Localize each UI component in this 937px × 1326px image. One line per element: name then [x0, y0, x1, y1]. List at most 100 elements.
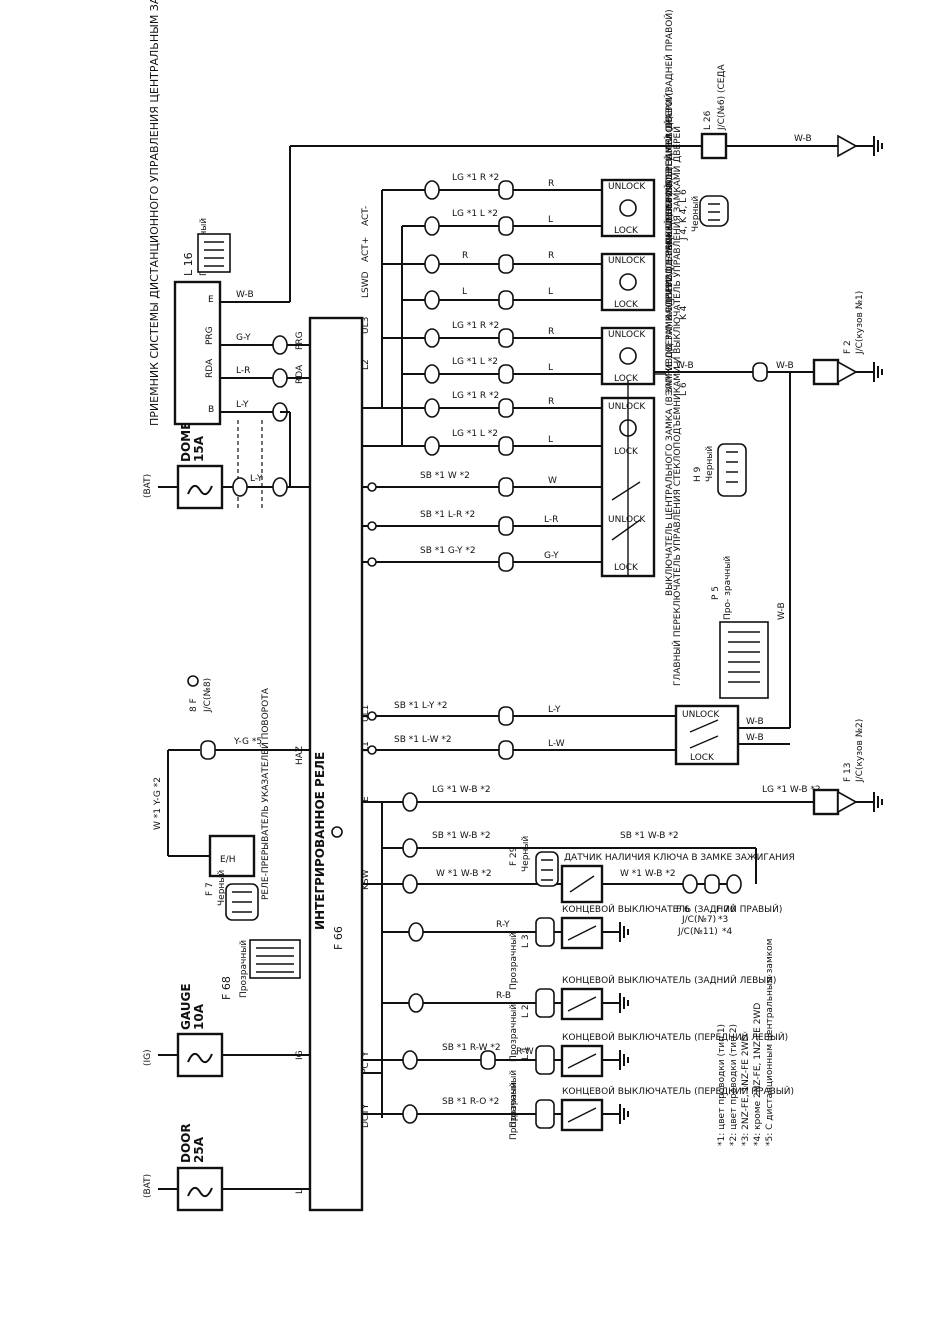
courtesy-fl-connector-icon — [535, 1045, 555, 1075]
relay-marker-icon — [331, 826, 343, 838]
relay-pin-haz: HAZ — [295, 746, 305, 765]
actuator-rr-code: J 4, K 4, L 6 — [679, 189, 689, 241]
relay-pin-act-plus: ACT+ — [361, 237, 371, 262]
courtesy-rl-color: Прозрачный — [509, 1004, 519, 1062]
relay-connector-color: Прозрачный — [239, 940, 249, 998]
courtesy-fr-title: КОНЦЕВОЙ ВЫКЛЮЧАТЕЛЬ (ПЕРЕДНИЙ ПРАВЫЙ) — [562, 1085, 794, 1097]
wire-label-w1: W — [548, 476, 557, 486]
relay-pin-pcty: PCTY — [361, 1051, 371, 1074]
receiver-title: ПРИЕМНИК СИСТЕМЫ ДИСТАНЦИОННОГО УПРАВЛЕН… — [148, 0, 161, 426]
gauge-fuse: (IG) GAUGE 10A — [143, 983, 310, 1078]
key-sensor: W *1 W-B *2 W *1 W-B *2 ДАТЧИК НАЛИЧИЯ К… — [362, 836, 795, 937]
note-1: *1: цвет проводки (тип 1) — [717, 1024, 727, 1146]
wire-label-rb: R-B — [496, 991, 511, 1001]
wire-label-lgwb2: LG *1 W-B *2 — [762, 785, 821, 795]
integrated-relay: ИНТЕГРИРОВАННОЕ РЕЛЕ F 66 L DCTY PCTY IG… — [295, 206, 371, 1212]
wire-label-rda: L-R — [236, 366, 250, 376]
notes: *1: цвет проводки (тип 1) *2: цвет прово… — [717, 939, 775, 1146]
courtesy-rl-title: КОНЦЕВОЙ ВЫКЛЮЧАТЕЛЬ (ЗАДНИЙ ЛЕВЫЙ) — [562, 974, 776, 986]
receiver-connector-icon — [197, 233, 231, 273]
wire-label-sbwb2: SB *1 W-B *2 — [620, 831, 679, 841]
master-lock: LOCK — [690, 753, 715, 763]
wire-label-l1row: SB *1 L-W *2 — [394, 735, 452, 745]
jc-body2: LG *1 W-B *2 LG *1 W-B *2 J/C(кузов №2) … — [362, 719, 883, 1118]
turn-relay-color: Черный — [217, 870, 227, 906]
receiver-pin-rda: RDA — [205, 358, 215, 378]
wire-label-rw: R-W — [516, 1047, 534, 1057]
turn-relay-jc-code: 8 F — [189, 698, 199, 712]
courtesy-rr-code: L 3 — [521, 934, 531, 948]
key-sensor-title: ДАТЧИК НАЛИЧИЯ КЛЮЧА В ЗАМКЕ ЗАЖИГАНИЯ — [564, 853, 795, 863]
receiver-code: L 16 — [182, 252, 195, 276]
actuator-fr-lock: LOCK — [614, 447, 639, 457]
wire-label-l5: L — [548, 435, 553, 445]
wire-label-l4: L — [548, 363, 553, 373]
motor-icon — [619, 273, 637, 291]
courtesy-switches: R-Y КОНЦЕВОЙ ВЫКЛЮЧАТЕЛЬ (ЗАДНИЙ ПРАВЫЙ)… — [362, 903, 794, 1140]
remote-receiver: ПРИЕМНИК СИСТЕМЫ ДИСТАНЦИОННОГО УПРАВЛЕН… — [148, 0, 231, 426]
jc-body2-label: J/C(кузов №2) — [855, 719, 865, 783]
master-code: P 5 — [711, 586, 721, 600]
jc-body1-label: J/C(кузов №1) — [855, 291, 865, 355]
jc-sedan-label: J/C(№6) (СЕДА — [717, 64, 727, 131]
relay-connector-icon: Прозрачный F 68 — [220, 939, 301, 1000]
master-unlock: UNLOCK — [682, 710, 720, 720]
relay-pin-l2: L2 — [361, 359, 371, 370]
jc-note3: *3 — [718, 915, 728, 925]
wire-label-row8: LG *1 L *2 — [452, 429, 498, 439]
actuator-fl-lock: LOCK — [614, 374, 639, 384]
wire-label-sbro: SB *1 R-O *2 — [442, 1097, 499, 1107]
actuator-rl-lock: LOCK — [614, 300, 639, 310]
wire-label-ry: R-Y — [496, 920, 510, 930]
jc-body1: W-B W-B J/C(кузов №1) F 2 — [627, 291, 883, 576]
actuator-row-wires: LG *1 R *2 R LG *1 L *2 L R R L L LG *1 … — [362, 173, 676, 760]
wire-label-receiver-b: L-Y — [236, 400, 249, 410]
key-sensor-color: Черный — [521, 836, 531, 872]
relay-pin-e: E — [361, 796, 371, 802]
courtesy-rl-code: L 2 — [521, 1004, 531, 1018]
wire-label-lw2: L-W — [548, 739, 565, 749]
wire-label-lgwb: LG *1 W-B *2 — [432, 785, 491, 795]
courtesy-fl-title: КОНЦЕВОЙ ВЫКЛЮЧАТЕЛЬ (ПЕРЕДНИЙ ЛЕВЫЙ) — [562, 1031, 788, 1043]
master-connector-icon — [719, 621, 769, 699]
relay-pin-rda: RDA — [295, 364, 305, 384]
actuator-rr-color: Черный — [691, 196, 701, 232]
motor-icon — [619, 347, 637, 365]
gauge-fuse-name: GAUGE — [179, 983, 193, 1030]
relay-pin-dcty: DCTY — [361, 1103, 371, 1128]
receiver-pin-b: B — [208, 405, 214, 415]
relay-pin-l1: L1 — [361, 741, 371, 752]
actuator-fr-switch-unlock: UNLOCK — [608, 515, 646, 525]
note-4: *4: кроме 2NZ-FE, 1NZ-FE 2WD — [753, 1003, 763, 1146]
actuator-fr-code: H 9 — [693, 466, 703, 482]
wire-label-wb-vertical: W-B — [777, 602, 787, 620]
dome-fuse-name: DOME — [179, 422, 193, 462]
actuator-rear-right: UNLOCK LOCK ЭЛЕКТРОПРИВОД ЗАМКА ДВЕРИ (З… — [600, 9, 729, 250]
actuator-bus — [362, 190, 403, 447]
motor-icon — [619, 199, 637, 217]
relay-code: F 66 — [332, 926, 345, 950]
actuator-rr-unlock: UNLOCK — [608, 182, 646, 192]
actuator-rl-unlock: UNLOCK — [608, 256, 646, 266]
key-sensor-code: F 29 — [509, 846, 519, 866]
actuator-rr-title: ЭЛЕКТРОПРИВОД ЗАМКА ДВЕРИ (ЗАДНЕЙ ПРАВОЙ… — [663, 9, 675, 250]
gauge-fuse-rating: 10A — [192, 1003, 206, 1030]
jc-body2-code: F 13 — [843, 763, 853, 783]
turn-relay-code: F 7 — [205, 882, 215, 896]
actuator-front-left: UNLOCK LOCK ЭЛПРИВОД ЗАМКА ДВЕРИ (ПЕРЕДН… — [600, 180, 689, 396]
wire-label-turn: W *1 Y-G *2 — [153, 777, 163, 830]
wire-label-wb-fr2: W-B — [776, 361, 794, 371]
wire-label-wb-fr: W-B — [676, 361, 694, 371]
actuator-fr-switch-lock: LOCK — [614, 563, 639, 573]
wire-label-row2: LG *1 L *2 — [452, 209, 498, 219]
relay-pin-ksw: KSW — [361, 869, 371, 890]
gauge-fuse-source: (IG) — [143, 1049, 153, 1066]
relay-pin-ul3: UL3 — [361, 317, 371, 334]
jc-no7-label: J/C(№7) — [681, 915, 716, 925]
actuator-fl-code: L 6 — [679, 382, 689, 396]
wire-label-r1: R — [548, 179, 554, 189]
dome-fuse-rating: 15A — [192, 435, 206, 462]
wire-label-r5: R — [548, 397, 554, 407]
actuator-fl-title: ЭЛПРИВОД ЗАМКА ДВЕРИ (ПЕРЕДНЕЙ ЛЕВОЙ) — [663, 180, 675, 396]
wire-label-wb-master1: W-B — [746, 717, 764, 727]
